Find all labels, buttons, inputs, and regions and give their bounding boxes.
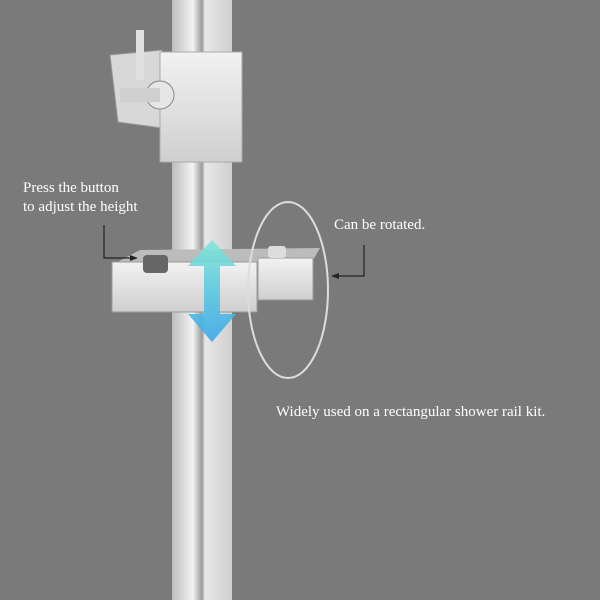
button-caption-line1: Press the button [23, 180, 119, 196]
slider-bracket [111, 246, 320, 313]
height-adjust-arrow [188, 240, 236, 342]
rotation-ring [247, 201, 329, 379]
button-caption-line2: to adjust the height [23, 199, 138, 215]
button-pointer [103, 225, 132, 259]
rotate-pointer [336, 245, 365, 277]
wall-bracket [109, 30, 243, 163]
usage-caption: Widely used on a rectangular shower rail… [276, 404, 546, 420]
rotate-caption: Can be rotated. [334, 217, 426, 233]
